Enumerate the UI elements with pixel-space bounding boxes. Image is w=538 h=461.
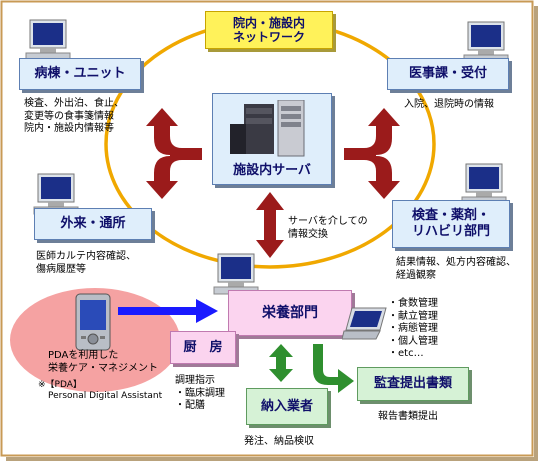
kitchen-info-line: ・配膳 — [175, 400, 205, 411]
testing-label-line1: 検査・薬剤・ — [411, 208, 490, 224]
ward-box: 病棟・ユニット — [19, 58, 141, 90]
exchange-info-line: サーバを介しての — [288, 216, 368, 227]
kitchen-label: 厨 房 — [183, 339, 223, 355]
medical-affairs-label: 医事課・受付 — [408, 66, 487, 82]
pda-device-icon — [75, 293, 111, 351]
medical-affairs-info: 入院、退院時の情報 — [404, 99, 494, 112]
ward-info: 検査、外出泊、食止、変更等の食事箋情報院内・施設内情報等 — [24, 98, 124, 136]
testing-info: 結果情報、処方内容確認、経過観察 — [396, 257, 516, 282]
server-nutrition-arrow — [256, 192, 284, 258]
ward-computer-icon — [25, 19, 71, 61]
nutrition-item: ・病態管理 — [388, 323, 438, 334]
exchange-info-line: 情報交換 — [288, 228, 328, 240]
outpatient-label: 外来・通所 — [60, 216, 126, 232]
supplier-info-line: 発注、納品検収 — [244, 436, 314, 447]
server-icon — [230, 100, 305, 157]
pda-to-nutrition-arrow — [118, 299, 218, 323]
network-title-line2: ネットワーク — [232, 30, 305, 44]
audit-box: 監査提出書類 — [357, 367, 469, 401]
audit-label: 監査提出書類 — [373, 376, 452, 392]
supplier-box: 納入業者 — [246, 388, 328, 425]
outpatient-box: 外来・通所 — [34, 208, 152, 240]
pda-note-line1: ※【PDA】 — [38, 380, 82, 390]
medical-affairs-info-line: 入院、退院時の情報 — [404, 99, 494, 110]
frame-shadow-bottom — [6, 457, 538, 461]
kitchen-info-line: ・臨床調理 — [175, 387, 225, 399]
audit-info: 報告書類提出 — [378, 411, 438, 424]
nutrition-items: ・食数管理・献立管理・病態管理・個人管理・etc… — [388, 298, 438, 361]
testing-box: 検査・薬剤・ リハビリ部門 — [392, 200, 510, 248]
ward-info-line: 変更等の食事箋情報 — [24, 110, 114, 122]
testing-label-line2: リハビリ部門 — [411, 224, 490, 239]
nutrition-label: 栄養部門 — [262, 304, 318, 321]
kitchen-box: 厨 房 — [170, 331, 236, 364]
pda-note-line2: Personal Digital Assistant — [48, 391, 163, 401]
outpatient-info-line: 医師カルテ内容確認、 — [36, 251, 136, 262]
medical-affairs-box: 医事課・受付 — [387, 58, 509, 90]
pda-note: ※【PDA】Personal Digital Assistant — [38, 380, 162, 402]
supplier-label: 納入業者 — [260, 398, 313, 414]
outpatient-info: 医師カルテ内容確認、傷病履歴等 — [36, 251, 136, 276]
audit-info-line: 報告書類提出 — [378, 411, 438, 422]
supplier-info: 発注、納品検収 — [244, 436, 314, 449]
nutrition-item: ・個人管理 — [388, 335, 438, 347]
laptop-icon — [342, 307, 387, 340]
network-title-line1: 院内・施設内 — [232, 15, 305, 30]
pda-label: PDAを利用した栄養ケア・マネジメント — [48, 350, 158, 375]
pda-label-line1: PDAを利用した — [48, 350, 119, 361]
ward-info-line: 院内・施設内情報等 — [24, 123, 114, 134]
nutrition-box: 栄養部門 — [228, 290, 352, 336]
nutrition-item: ・etc… — [388, 348, 424, 359]
outpatient-info-line: 傷病履歴等 — [36, 263, 86, 275]
frame-shadow-right — [534, 6, 538, 458]
testing-info-line: 経過観察 — [396, 269, 436, 281]
pda-label-line2: 栄養ケア・マネジメント — [48, 362, 158, 374]
kitchen-info: 調理指示・臨床調理・配膳 — [175, 375, 225, 413]
nutrition-item: ・献立管理 — [388, 310, 438, 322]
testing-computer-icon — [461, 163, 507, 205]
exchange-info: サーバを介しての情報交換 — [288, 216, 368, 241]
ward-info-line: 検査、外出泊、食止、 — [24, 98, 124, 109]
right-fork-arrow — [344, 108, 400, 199]
ward-label: 病棟・ユニット — [34, 66, 126, 82]
network-title: 院内・施設内 ネットワーク — [205, 11, 333, 49]
nutrition-item: ・食数管理 — [388, 298, 438, 309]
left-fork-arrow — [146, 108, 202, 199]
kitchen-info-line: 調理指示 — [175, 375, 215, 386]
nutrition-audit-arrow — [313, 344, 354, 393]
server-label: 施設内サーバ — [233, 163, 311, 179]
nutrition-supplier-arrow — [269, 344, 293, 382]
testing-info-line: 結果情報、処方内容確認、 — [396, 257, 516, 268]
